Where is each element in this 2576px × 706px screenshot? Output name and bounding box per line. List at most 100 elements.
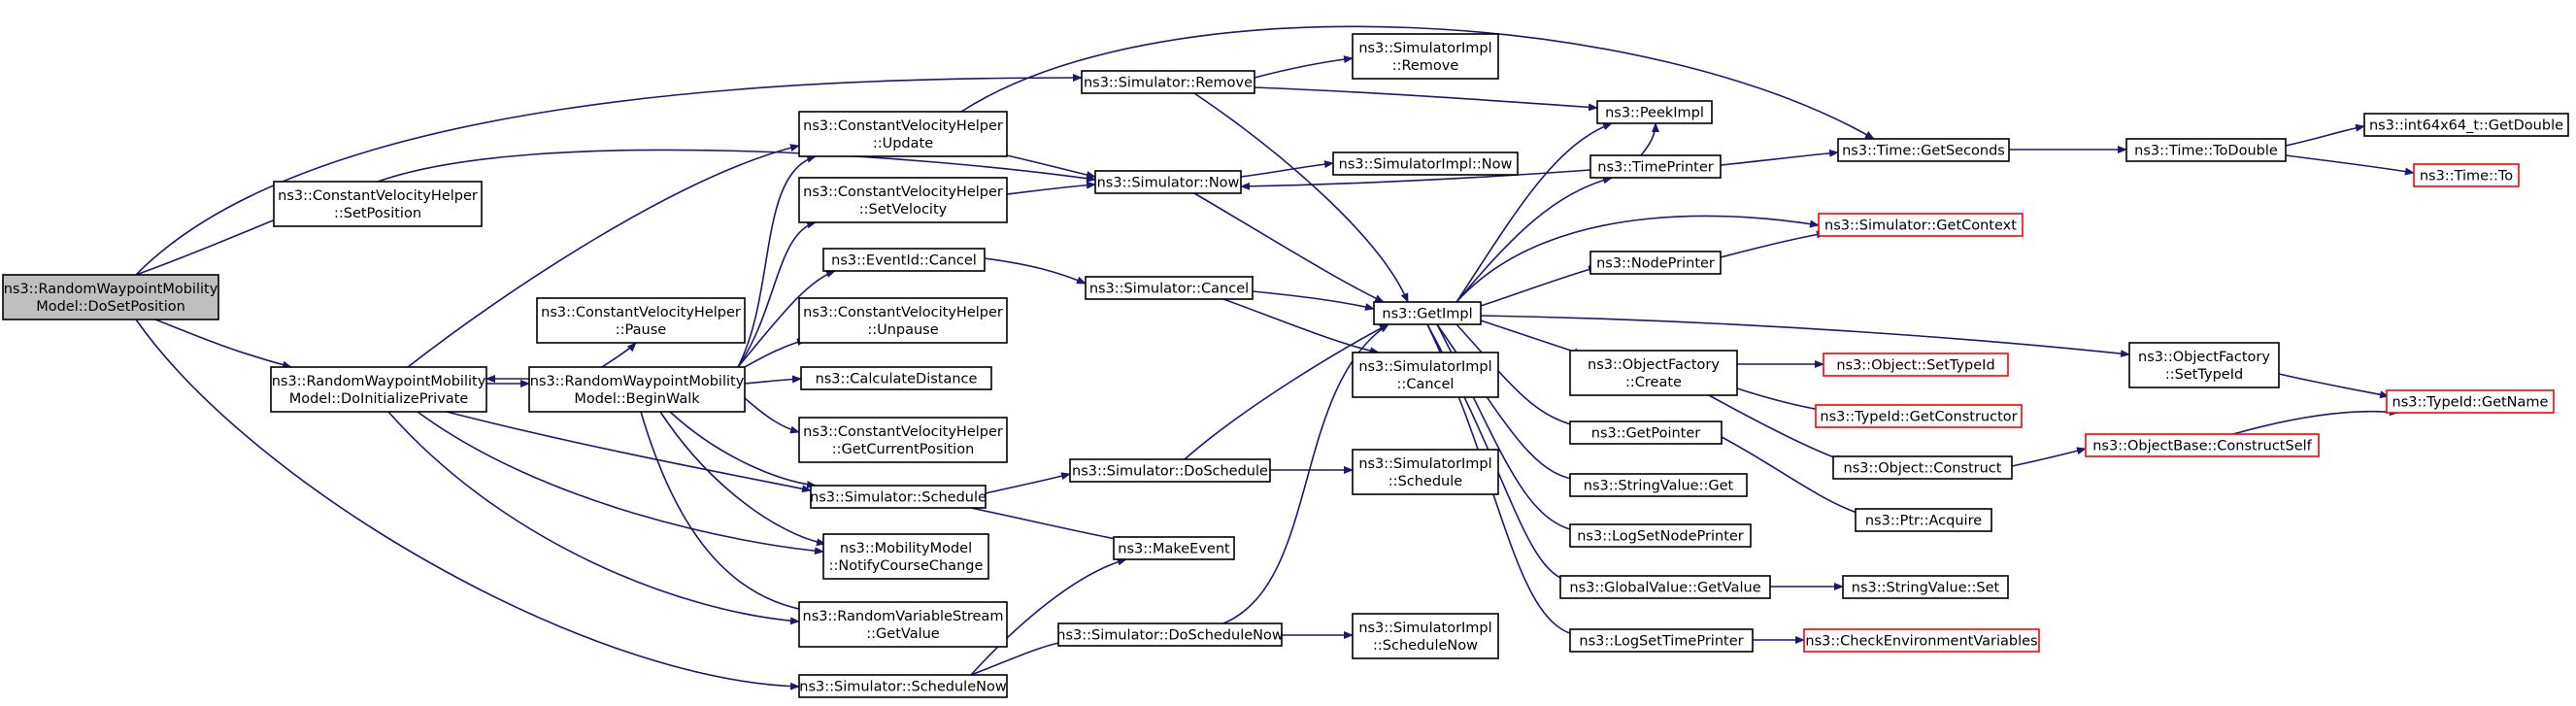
node-object-construct[interactable]: ns3::Object::Construct bbox=[1832, 455, 2013, 480]
node-objectbase-constructself[interactable]: ns3::ObjectBase::ConstructSelf bbox=[2085, 433, 2320, 457]
node-box[interactable] bbox=[2125, 138, 2287, 162]
node-typeid-getname[interactable]: ns3::TypeId::GetName bbox=[2386, 389, 2555, 414]
node-box[interactable] bbox=[2128, 342, 2280, 388]
node-box[interactable] bbox=[1569, 628, 1754, 653]
node-box[interactable] bbox=[1352, 33, 1499, 80]
node-sim-now[interactable]: ns3::Simulator::Now bbox=[1094, 170, 1242, 194]
node-objfactory-settypeid[interactable]: ns3::ObjectFactory::SetTypeId bbox=[2128, 342, 2280, 388]
node-timeprinter[interactable]: ns3::TimePrinter bbox=[1589, 154, 1722, 179]
node-box[interactable] bbox=[1803, 628, 2040, 653]
node-object-settypeid[interactable]: ns3::Object::SetTypeId bbox=[1823, 353, 2009, 377]
node-ptr-acquire[interactable]: ns3::Ptr::Acquire bbox=[1855, 508, 1992, 532]
node-sim-remove[interactable]: ns3::Simulator::Remove bbox=[1081, 70, 1255, 94]
node-box[interactable] bbox=[270, 366, 487, 413]
node-root[interactable]: ns3::RandomWaypointMobilityModel::DoSetP… bbox=[2, 274, 219, 320]
node-cvh-getcur[interactable]: ns3::ConstantVelocityHelper::GetCurrentP… bbox=[798, 417, 1008, 463]
node-box[interactable] bbox=[1569, 350, 1738, 396]
node-box[interactable] bbox=[2085, 433, 2320, 457]
node-simimpl-remove[interactable]: ns3::SimulatorImpl::Remove bbox=[1352, 33, 1499, 80]
node-box[interactable] bbox=[810, 485, 987, 509]
node-box[interactable] bbox=[1842, 575, 2009, 599]
node-box[interactable] bbox=[798, 601, 1008, 648]
node-box[interactable] bbox=[1057, 622, 1283, 647]
node-box[interactable] bbox=[1569, 523, 1752, 548]
node-box[interactable] bbox=[1113, 536, 1235, 560]
node-box[interactable] bbox=[1373, 301, 1482, 325]
node-globalvalue-getvalue[interactable]: ns3::GlobalValue::GetValue bbox=[1559, 575, 1771, 599]
node-box[interactable] bbox=[2, 274, 219, 320]
node-beginwalk[interactable]: ns3::RandomWaypointMobilityModel::BeginW… bbox=[528, 366, 746, 413]
node-cvh-update[interactable]: ns3::ConstantVelocityHelper::Update bbox=[798, 111, 1008, 157]
node-getimpl[interactable]: ns3::GetImpl bbox=[1373, 301, 1482, 325]
node-stringvalue-get[interactable]: ns3::StringValue::Get bbox=[1569, 473, 1748, 497]
node-box[interactable] bbox=[1569, 420, 1723, 445]
node-box[interactable] bbox=[1589, 251, 1722, 275]
node-sim-cancel[interactable]: ns3::Simulator::Cancel bbox=[1085, 276, 1254, 300]
node-box[interactable] bbox=[1818, 213, 2024, 237]
node-box[interactable] bbox=[1837, 138, 2010, 162]
node-makeevent[interactable]: ns3::MakeEvent bbox=[1113, 536, 1235, 560]
node-time-getseconds[interactable]: ns3::Time::GetSeconds bbox=[1837, 138, 2010, 162]
node-box[interactable] bbox=[1559, 575, 1771, 599]
node-doinit[interactable]: ns3::RandomWaypointMobilityModel::DoInit… bbox=[270, 366, 487, 413]
node-calcdist[interactable]: ns3::CalculateDistance bbox=[800, 366, 992, 390]
node-box[interactable] bbox=[822, 248, 986, 272]
node-box[interactable] bbox=[536, 297, 746, 344]
node-box[interactable] bbox=[2386, 389, 2555, 414]
node-box[interactable] bbox=[2413, 163, 2520, 187]
node-rvs-getvalue[interactable]: ns3::RandomVariableStream::GetValue bbox=[798, 601, 1008, 648]
node-eventid-cancel[interactable]: ns3::EventId::Cancel bbox=[822, 248, 986, 272]
node-box[interactable] bbox=[1069, 458, 1271, 483]
node-simimpl-schedule[interactable]: ns3::SimulatorImpl::Schedule bbox=[1352, 449, 1499, 495]
node-cvh-pause[interactable]: ns3::ConstantVelocityHelper::Pause bbox=[536, 297, 746, 344]
node-box[interactable] bbox=[1352, 613, 1499, 659]
node-sim-getcontext[interactable]: ns3::Simulator::GetContext bbox=[1818, 213, 2024, 237]
node-peekimpl[interactable]: ns3::PeekImpl bbox=[1596, 100, 1713, 124]
node-sim-schedule[interactable]: ns3::Simulator::Schedule bbox=[810, 485, 987, 509]
node-simimpl-now[interactable]: ns3::SimulatorImpl::Now bbox=[1332, 151, 1519, 176]
node-objfactory-create[interactable]: ns3::ObjectFactory::Create bbox=[1569, 350, 1738, 396]
node-simimpl-schedulenow[interactable]: ns3::SimulatorImpl::ScheduleNow bbox=[1352, 613, 1499, 659]
node-box[interactable] bbox=[1352, 449, 1499, 495]
node-cvh-setvel[interactable]: ns3::ConstantVelocityHelper::SetVelocity bbox=[798, 177, 1008, 223]
node-box[interactable] bbox=[798, 297, 1008, 344]
node-int64x64-getdouble[interactable]: ns3::int64x64_t::GetDouble bbox=[2363, 113, 2569, 137]
node-box[interactable] bbox=[798, 111, 1008, 157]
node-box[interactable] bbox=[1589, 154, 1722, 179]
node-box[interactable] bbox=[1823, 353, 2009, 377]
node-box[interactable] bbox=[1332, 151, 1519, 176]
node-nodeprinter[interactable]: ns3::NodePrinter bbox=[1589, 251, 1722, 275]
node-sim-doschedulenow[interactable]: ns3::Simulator::DoScheduleNow bbox=[1056, 622, 1284, 647]
node-box[interactable] bbox=[798, 674, 1008, 698]
node-stringvalue-set[interactable]: ns3::StringValue::Set bbox=[1842, 575, 2009, 599]
node-box[interactable] bbox=[798, 417, 1008, 463]
node-time-to[interactable]: ns3::Time::To bbox=[2413, 163, 2520, 187]
node-box[interactable] bbox=[1815, 404, 2023, 428]
node-box[interactable] bbox=[273, 181, 483, 227]
node-box[interactable] bbox=[2363, 113, 2569, 137]
node-logsetnodeprinter[interactable]: ns3::LogSetNodePrinter bbox=[1569, 523, 1752, 548]
node-logsettimeprinter[interactable]: ns3::LogSetTimePrinter bbox=[1569, 628, 1754, 653]
node-sim-schedulenow[interactable]: ns3::Simulator::ScheduleNow bbox=[798, 674, 1008, 698]
node-box[interactable] bbox=[1352, 352, 1499, 398]
node-box[interactable] bbox=[528, 366, 746, 413]
node-sim-doschedule[interactable]: ns3::Simulator::DoSchedule bbox=[1069, 458, 1271, 483]
node-box[interactable] bbox=[1569, 473, 1748, 497]
node-checkenv[interactable]: ns3::CheckEnvironmentVariables bbox=[1803, 628, 2040, 653]
node-cvh-unpause[interactable]: ns3::ConstantVelocityHelper::Unpause bbox=[798, 297, 1008, 344]
node-getpointer[interactable]: ns3::GetPointer bbox=[1569, 420, 1723, 445]
node-box[interactable] bbox=[1094, 170, 1242, 194]
node-box[interactable] bbox=[1832, 455, 2013, 480]
node-box[interactable] bbox=[1085, 276, 1254, 300]
node-mm-notify[interactable]: ns3::MobilityModel::NotifyCourseChange bbox=[822, 533, 989, 580]
node-box[interactable] bbox=[1081, 70, 1255, 94]
node-box[interactable] bbox=[800, 366, 992, 390]
node-box[interactable] bbox=[1596, 100, 1713, 124]
node-cvh-setpos[interactable]: ns3::ConstantVelocityHelper::SetPosition bbox=[273, 181, 483, 227]
node-typeid-getconstructor[interactable]: ns3::TypeId::GetConstructor bbox=[1815, 404, 2023, 428]
node-box[interactable] bbox=[1855, 508, 1992, 532]
node-time-todouble[interactable]: ns3::Time::ToDouble bbox=[2125, 138, 2287, 162]
node-box[interactable] bbox=[798, 177, 1008, 223]
node-simimpl-cancel[interactable]: ns3::SimulatorImpl::Cancel bbox=[1352, 352, 1499, 398]
node-box[interactable] bbox=[822, 533, 989, 580]
